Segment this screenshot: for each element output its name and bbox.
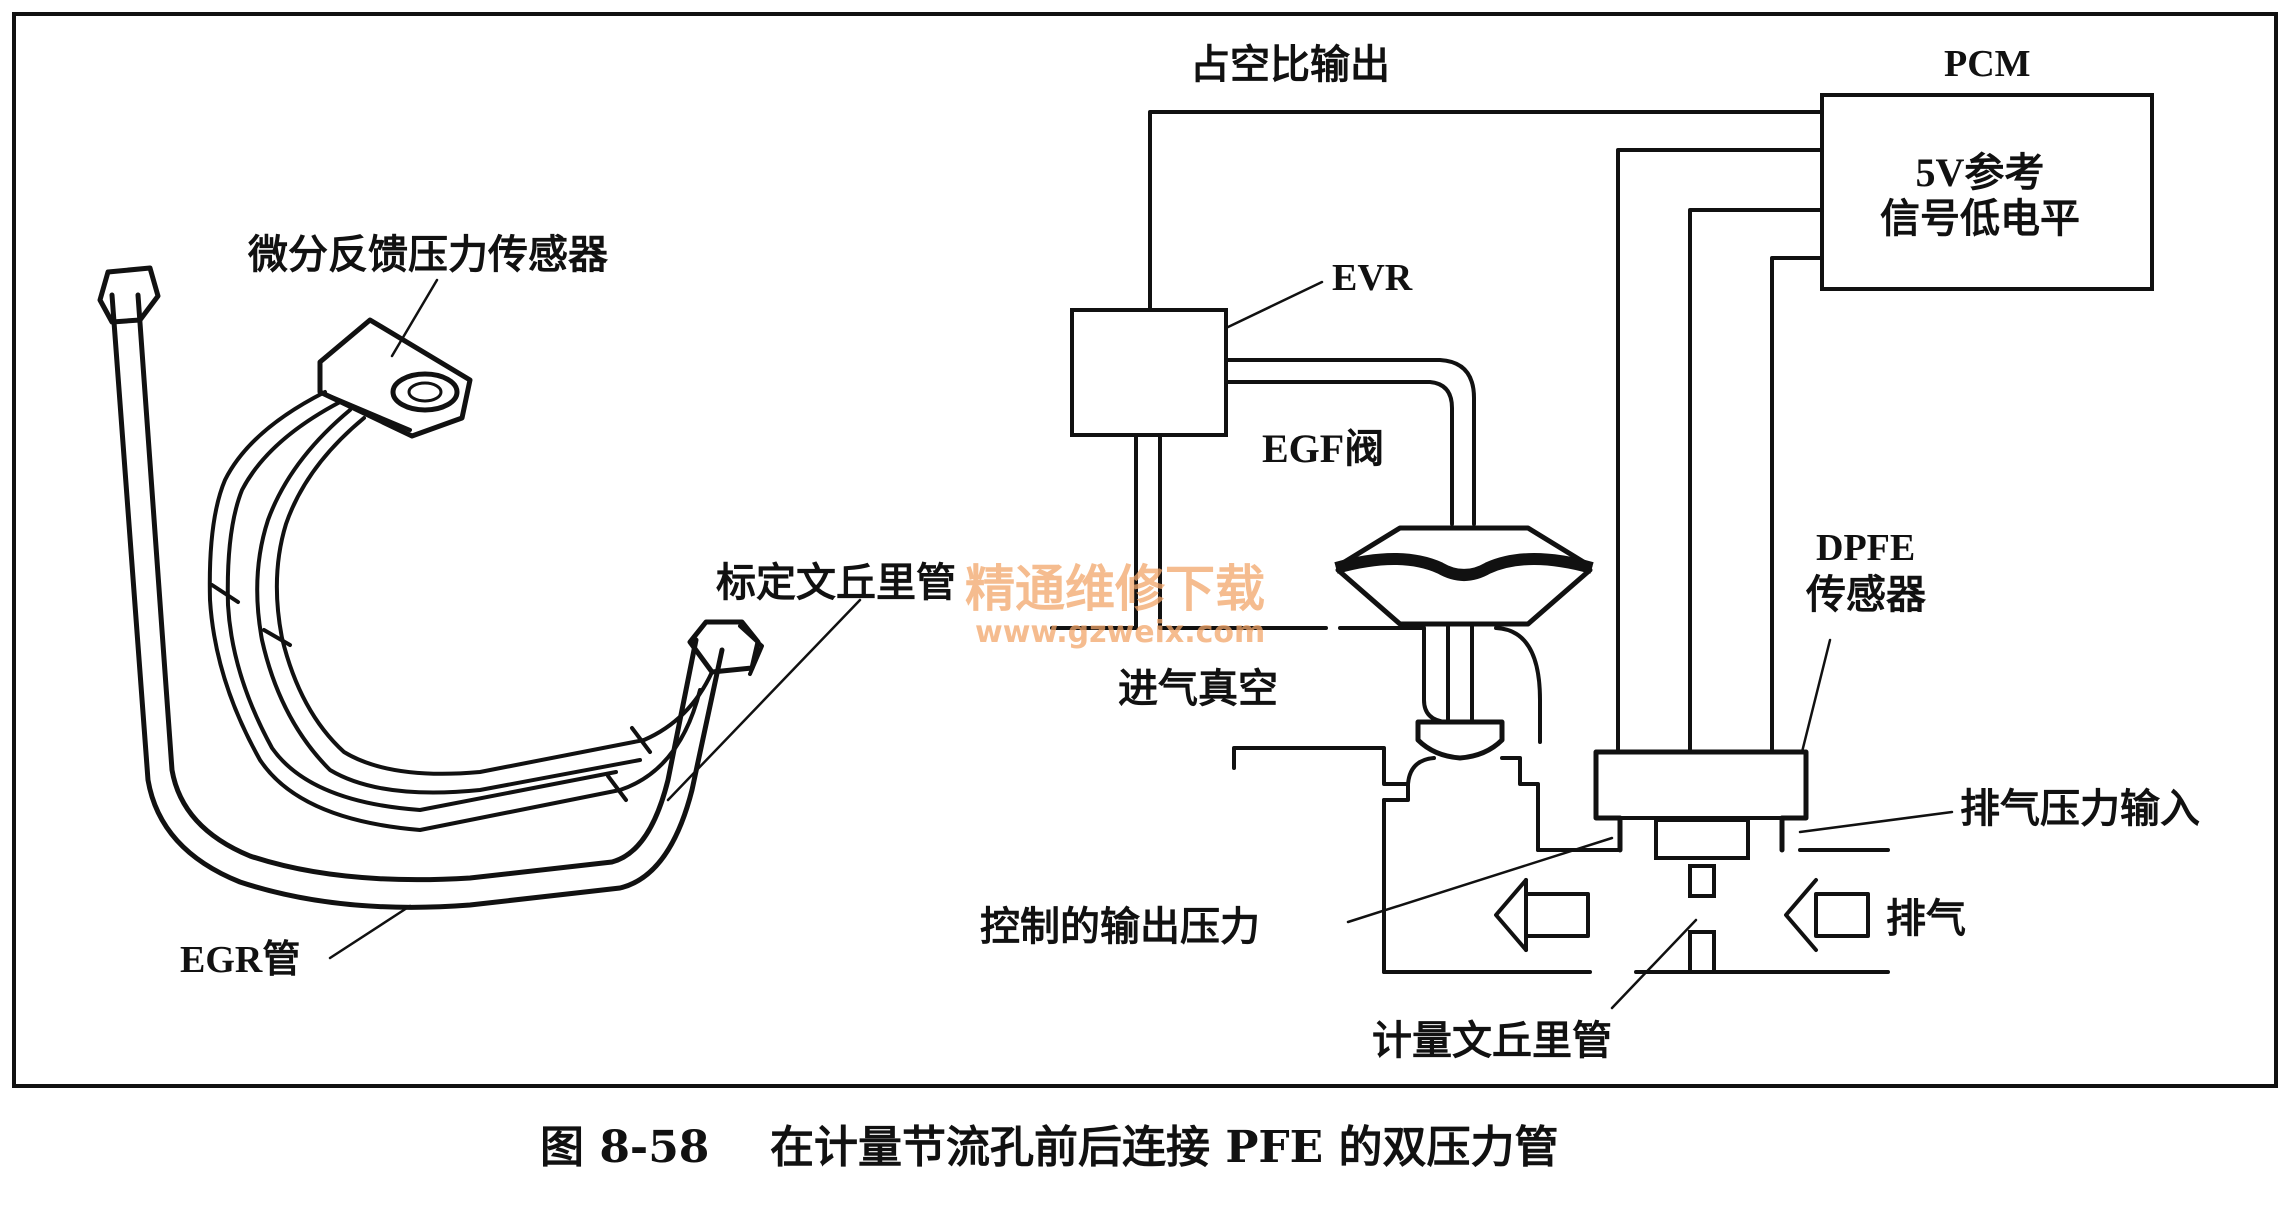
watermark-line1: 精通维修下载 bbox=[965, 560, 1265, 618]
venturi-fitting bbox=[687, 619, 761, 675]
dpfe-sensor-connector-inner bbox=[407, 381, 443, 403]
label-duty-output: 占空比输出 bbox=[1190, 42, 1390, 87]
evr-box bbox=[1070, 308, 1228, 437]
label-evr: EVR bbox=[1332, 257, 1413, 299]
caption-figure-number: 图 8-58 bbox=[540, 1122, 709, 1173]
label-egr-tube: EGR管 bbox=[180, 939, 300, 981]
label-controlled-output-pressure: 控制的输出压力 bbox=[980, 904, 1260, 949]
egr-tube bbox=[109, 292, 725, 910]
intake-vacuum-pipe-2 bbox=[1158, 433, 1328, 630]
leader-controlled-output bbox=[1346, 836, 1614, 924]
egr-tube-cap bbox=[97, 265, 161, 325]
label-pcm-box-line1: 5V参考 bbox=[1916, 150, 2045, 195]
egr-valve-body-passage bbox=[1406, 756, 1436, 786]
egr-valve-body-right bbox=[1500, 756, 1540, 802]
wire-signal bbox=[1688, 208, 1824, 754]
hose-2b bbox=[274, 416, 646, 776]
label-dpfe-line2: 传感器 bbox=[1805, 572, 1927, 617]
hose-3 bbox=[618, 688, 702, 792]
watermark-line2: www.gzweix.com bbox=[975, 615, 1265, 650]
egr-valve-body-left bbox=[1232, 746, 1410, 802]
hose-clamp-3 bbox=[606, 774, 628, 802]
dpfe-sensor-edge bbox=[318, 390, 412, 432]
flow-arrow-left bbox=[1494, 878, 1590, 952]
vacuum-hose bbox=[1224, 358, 1476, 526]
valve-pintle bbox=[1415, 719, 1505, 761]
egr-valve-diaphragm-bottom bbox=[1335, 567, 1593, 627]
wire-low bbox=[1770, 256, 1824, 754]
sensor-assembly-illustration bbox=[97, 265, 862, 960]
hose-1 bbox=[207, 390, 622, 832]
label-calibrated-venturi: 标定文丘里管 bbox=[716, 560, 956, 605]
intake-vacuum-pipe bbox=[1050, 433, 1138, 630]
metering-orifice-top bbox=[1654, 818, 1750, 860]
hose-clamp-1 bbox=[210, 583, 240, 604]
leader-metering-venturi bbox=[1610, 918, 1698, 1010]
label-intake-vacuum: 进气真空 bbox=[1118, 666, 1278, 711]
caption-text: 在计量节流孔前后连接 PFE 的双压力管 bbox=[770, 1122, 1559, 1173]
dpfe-sensor-connector bbox=[390, 371, 460, 413]
hose-clamp-4 bbox=[630, 726, 652, 754]
valve-guide bbox=[1338, 626, 1448, 724]
label-exhaust: 排气 bbox=[1886, 896, 1966, 941]
venturi-fitting-ring bbox=[738, 624, 764, 676]
metering-orifice-stub-bottom bbox=[1688, 930, 1716, 974]
flow-arrow-right bbox=[1784, 878, 1870, 952]
label-exhaust-pressure-input: 排气压力输入 bbox=[1960, 786, 2200, 831]
dpfe-sensor-block bbox=[1593, 749, 1809, 853]
wire-5v-ref bbox=[1616, 148, 1824, 754]
egr-valve-diaphragm-top bbox=[1335, 525, 1593, 569]
leader-dpfe bbox=[1800, 638, 1832, 754]
leader-egr-tube bbox=[328, 904, 412, 960]
egr-tube-inner bbox=[135, 292, 699, 883]
leader-sensor bbox=[390, 278, 439, 358]
label-pcm: PCM bbox=[1944, 43, 2031, 85]
figure-frame bbox=[12, 12, 2278, 1088]
hose-3b bbox=[642, 670, 714, 742]
leader-calibrated-venturi bbox=[666, 598, 862, 802]
egr-schematic bbox=[1050, 93, 2154, 1010]
vacuum-hose-inner bbox=[1224, 380, 1454, 526]
pcm-box bbox=[1820, 93, 2154, 291]
label-sensor-name: 微分反馈压力传感器 bbox=[247, 232, 609, 277]
metering-orifice-stub-top bbox=[1688, 864, 1716, 898]
label-pcm-box-line2: 信号低电平 bbox=[1880, 196, 2080, 241]
valve-guide-right bbox=[1494, 626, 1542, 744]
leader-exhaust-pressure-input bbox=[1798, 810, 1954, 834]
egr-valve-diaphragm bbox=[1334, 553, 1594, 581]
label-egf-valve: EGF阀 bbox=[1262, 426, 1384, 471]
duty-cycle-wire bbox=[1148, 110, 1824, 312]
label-metering-venturi: 计量文丘里管 bbox=[1372, 1018, 1612, 1063]
hose-clamp-2 bbox=[262, 628, 292, 647]
hose-1b bbox=[225, 400, 618, 812]
hose-2 bbox=[255, 408, 642, 795]
leader-evr bbox=[1224, 280, 1324, 330]
label-dpfe-line1: DPFE bbox=[1816, 527, 1915, 569]
